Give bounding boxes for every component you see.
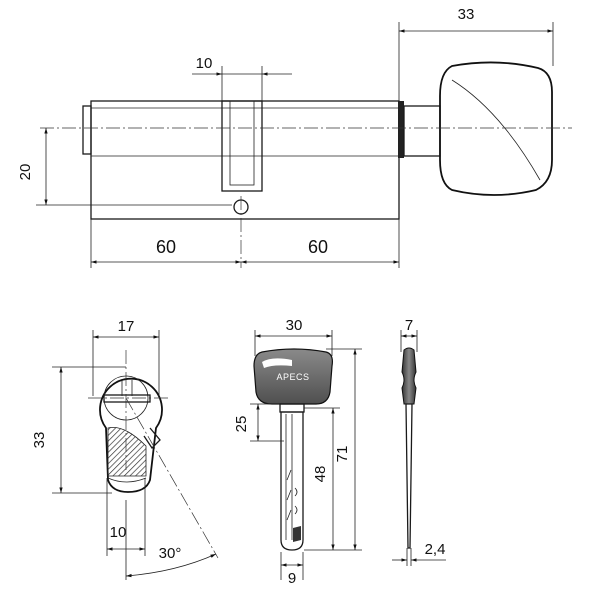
key-side-dimensions: 7 2,4 [392, 317, 446, 566]
cam-slot-inner [229, 100, 255, 186]
dim-key-side-thickness: 7 [405, 317, 413, 334]
key-dimensions: 30 25 48 71 9 [233, 317, 362, 587]
cylinder-profile-view [88, 350, 219, 559]
dim-knob-width: 33 [458, 6, 475, 23]
cam-slot [221, 100, 263, 192]
key-slot [103, 394, 151, 403]
dim-left-length: 60 [156, 237, 176, 257]
cam-lever [143, 427, 161, 450]
key-side-blade [405, 403, 413, 549]
profile-dimensions: 17 33 10 30° [31, 318, 217, 580]
key-cuts [286, 469, 298, 521]
dim-height: 20 [17, 164, 34, 181]
dim-cam-angle: 30° [159, 545, 182, 562]
key-side-grip [401, 347, 417, 405]
dim-profile-height: 33 [31, 432, 48, 449]
cylinder-top-view [36, 61, 572, 268]
knob-highlight [451, 79, 541, 181]
key-blade [280, 411, 304, 551]
dim-key-blade: 48 [312, 466, 329, 483]
dim-profile-width: 17 [118, 318, 135, 335]
key-shoulder [279, 403, 305, 413]
cam-angle-line [125, 397, 219, 559]
key-logo-mark [262, 358, 292, 368]
knob-neck [398, 101, 404, 158]
dim-key-blade-width: 9 [288, 570, 296, 587]
key-tip [293, 526, 301, 542]
knob-shaft [403, 105, 441, 157]
top-view-dimensions: 33 10 20 60 60 [17, 6, 554, 268]
dim-key-total: 71 [334, 446, 351, 463]
dim-key-blade-thickness: 2,4 [425, 541, 446, 558]
dim-cam-width: 10 [196, 55, 213, 72]
thumb-turn-knob [439, 61, 553, 196]
dim-right-length: 60 [308, 237, 328, 257]
left-shoulder [82, 105, 92, 155]
dim-key-width: 30 [286, 317, 303, 334]
key-front-view: APECS [253, 348, 333, 551]
dim-key-head: 25 [233, 416, 250, 433]
dim-profile-bottom: 10 [110, 524, 127, 541]
key-brand: APECS [276, 372, 309, 382]
section-hatch [107, 427, 147, 477]
key-side-view [401, 347, 417, 549]
